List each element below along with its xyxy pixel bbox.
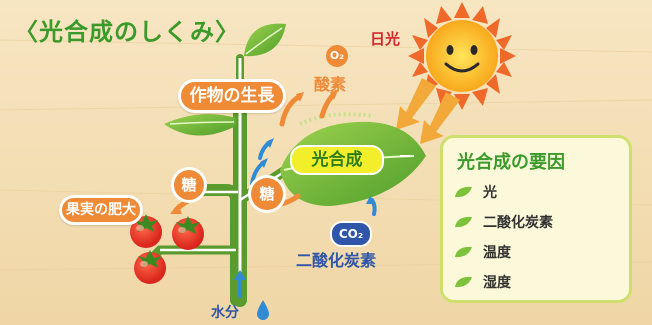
sunlight-arrows bbox=[396, 78, 460, 144]
leaf-icon bbox=[455, 216, 472, 228]
factors-title: 光合成の要因 bbox=[457, 152, 565, 173]
page-title: 〈光合成のしくみ〉 bbox=[14, 18, 240, 46]
fruit-enlargement-label: 果実の肥大 bbox=[59, 195, 143, 225]
photosynthesis-label: 光合成 bbox=[290, 145, 384, 175]
growth-label: 作物の生長 bbox=[178, 79, 286, 113]
sugar-label-stem: 糖 bbox=[251, 178, 283, 210]
water-label: 水分 bbox=[211, 305, 239, 321]
sunlight-label: 日光 bbox=[370, 30, 401, 48]
sugar-label-left: 糖 bbox=[174, 170, 204, 200]
small-leaf-icon bbox=[164, 114, 236, 136]
oxygen-label: 酸素 bbox=[314, 75, 347, 94]
co2-badge: CO₂ bbox=[330, 221, 372, 247]
water-drop-icon bbox=[257, 300, 269, 320]
leaf-icon bbox=[455, 186, 472, 198]
factor-item: 湿度 bbox=[455, 270, 511, 294]
factor-item: 温度 bbox=[455, 240, 511, 264]
leaf-icon bbox=[455, 246, 472, 258]
factors-panel: 光合成の要因 光 二酸化炭素 温度 湿度 bbox=[440, 135, 632, 303]
co2-label: 二酸化炭素 bbox=[296, 251, 377, 270]
top-leaf-icon bbox=[244, 23, 286, 57]
factor-text: 温度 bbox=[483, 245, 511, 261]
factor-text: 湿度 bbox=[483, 275, 511, 291]
factor-item: 光 bbox=[455, 180, 497, 204]
factor-text: 二酸化炭素 bbox=[483, 215, 553, 231]
flow-arrowheads-blue bbox=[234, 138, 376, 280]
tomato-icon bbox=[130, 214, 204, 284]
oxygen-badge: O₂ bbox=[326, 45, 348, 67]
leaf-icon bbox=[455, 276, 472, 288]
factor-text: 光 bbox=[483, 185, 497, 201]
factor-item: 二酸化炭素 bbox=[455, 210, 553, 234]
